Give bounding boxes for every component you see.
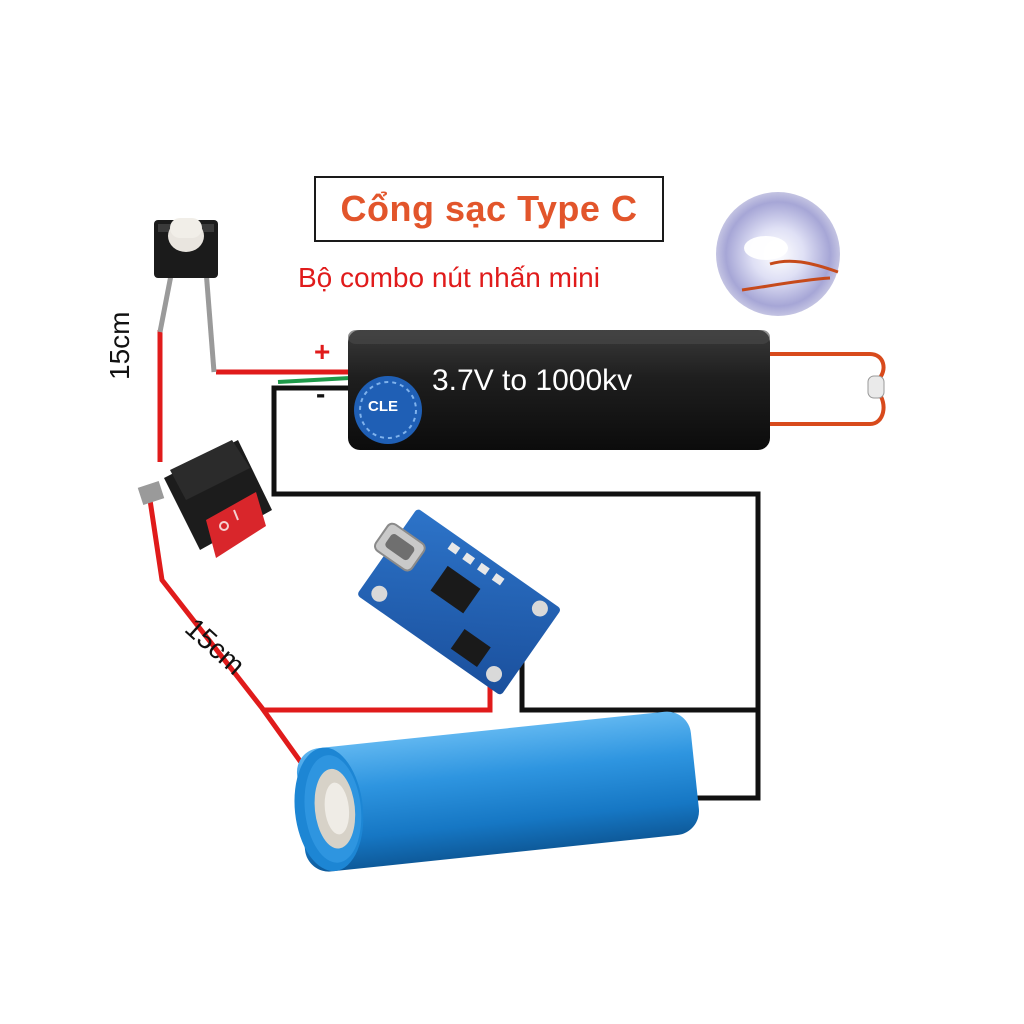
battery-18650-icon bbox=[294, 711, 699, 872]
rocker-switch-icon bbox=[137, 440, 272, 558]
wire-switch-to-battery bbox=[147, 499, 331, 802]
charger-board bbox=[358, 509, 560, 695]
polarity-minus: - bbox=[316, 378, 326, 409]
wire-length-label-1: 15cm bbox=[104, 311, 135, 380]
wire-green-lead bbox=[277, 376, 351, 384]
wire-module-negative bbox=[271, 385, 761, 801]
wire-charger-negative bbox=[519, 640, 758, 713]
title-box: Cổng sạc Type C bbox=[314, 176, 664, 242]
hv-module bbox=[348, 330, 886, 450]
push-button-icon bbox=[154, 218, 218, 373]
arc-spark-icon bbox=[716, 192, 840, 316]
subtitle: Bộ combo nút nhấn mini bbox=[298, 262, 600, 293]
logo-text: CLE bbox=[368, 398, 398, 415]
polarity-plus: + bbox=[314, 336, 331, 367]
cle-logo bbox=[354, 376, 422, 444]
module-label: 3.7V to 1000kv bbox=[432, 364, 633, 397]
title: Cổng sạc Type C bbox=[340, 188, 638, 229]
